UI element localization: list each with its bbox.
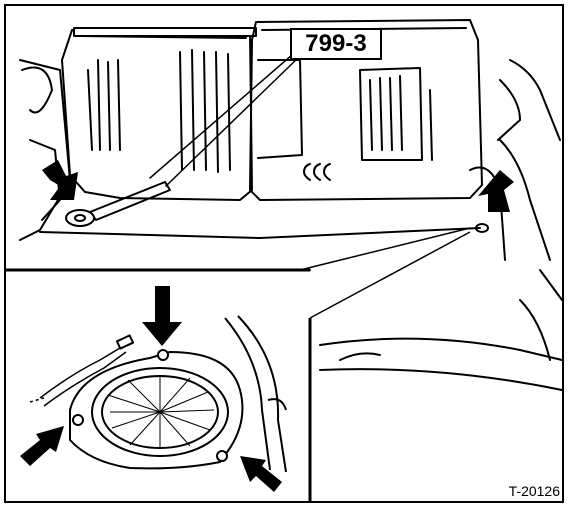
shelf-screw: [475, 223, 489, 233]
arrow-top: [142, 286, 182, 346]
tool-number-label: 799-3: [290, 28, 382, 60]
speaker-screw-top: [157, 349, 169, 361]
arrow-right-top: [478, 170, 514, 212]
speaker-detail: [29, 315, 287, 473]
figure-id-label: T-20126: [508, 483, 560, 499]
arrow-left-top: [42, 160, 78, 200]
arrow-right: [240, 456, 282, 492]
speaker-frame: [69, 351, 244, 470]
top-arrows: [42, 160, 514, 212]
speaker-screw-left: [72, 414, 84, 426]
speaker-arrows: [20, 286, 282, 492]
figure-frame: [4, 4, 564, 503]
arrow-left: [20, 426, 64, 466]
luggage-area-view: [319, 269, 563, 391]
tool-799-3: [89, 181, 171, 221]
scene-dividers: [5, 227, 471, 502]
speaker-cone: [91, 367, 229, 457]
speaker-screw-right: [216, 450, 228, 462]
